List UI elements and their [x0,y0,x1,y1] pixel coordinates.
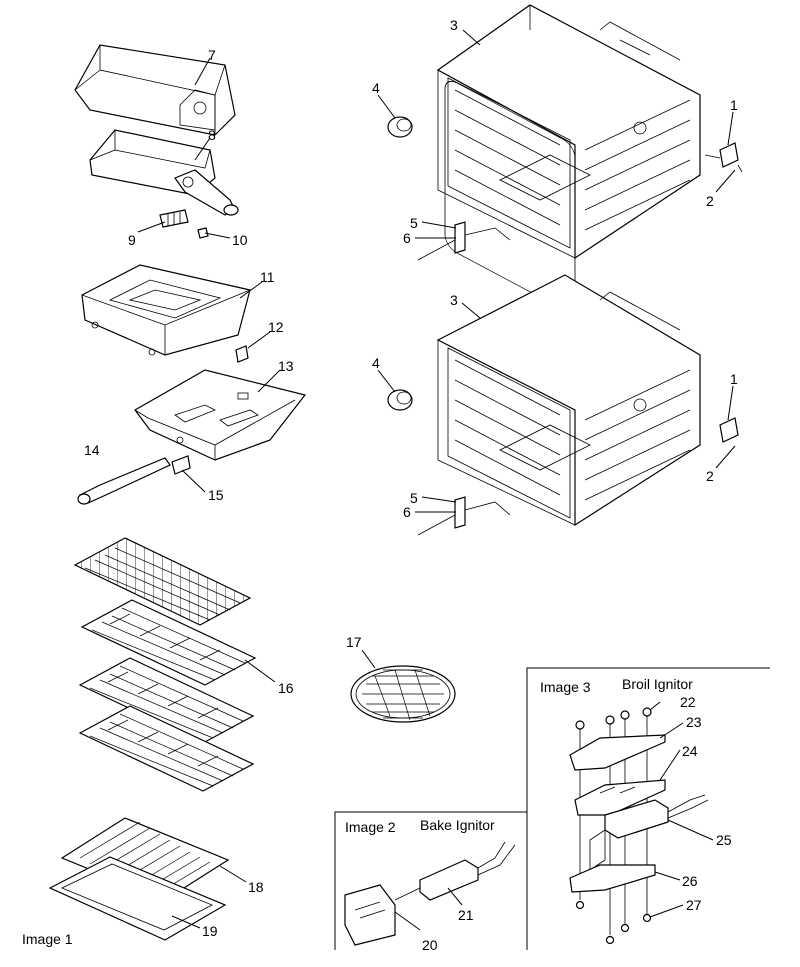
part-bracket-small [235,345,249,363]
part-sensor-lower [417,496,511,536]
part-broil-bracket [574,779,666,816]
callout-5-lower: 5 [410,490,418,506]
callout-6-lower: 6 [403,504,411,520]
callout-11: 11 [260,269,275,285]
callout-9: 9 [128,232,136,248]
callout-7: 7 [208,47,216,63]
image-3-frame [526,667,770,950]
caption-broil-ignitor: Broil Ignitor [622,676,693,692]
part-orifice [171,455,191,475]
callout-8: 8 [208,127,216,143]
caption-image-2: Image 2 [345,819,396,835]
part-broil-nuts [575,900,652,945]
callout-24: 24 [682,743,698,759]
callout-2-upper: 2 [706,193,714,209]
part-bake-ignitor-holder [344,884,396,946]
part-oven-light-upper [387,116,413,138]
callout-2-lower: 2 [706,468,714,484]
callout-1-upper: 1 [730,97,738,113]
rack-1 [73,537,252,626]
callout-14: 14 [84,442,100,458]
callout-4-upper: 4 [372,80,380,96]
callout-21: 21 [458,907,474,923]
part-broil-burner [89,129,239,216]
part-broil-shield [569,734,666,771]
part-oven-racks [73,537,257,792]
part-clip [197,227,209,239]
part-oven-light-lower [387,389,413,411]
callout-16: 16 [278,680,294,696]
callout-15: 15 [208,487,224,503]
caption-image-3: Image 3 [540,679,591,695]
captions: Image 1 Image 2 Bake Ignitor Image 3 Bro… [22,676,693,947]
part-bracket-lower [719,417,739,443]
callout-23: 23 [686,714,702,730]
image-2-frame [334,811,527,950]
rack-2 [80,599,257,686]
callout-12: 12 [268,319,284,335]
oven-cavity-upper [436,4,701,312]
callout-22: 22 [680,694,696,710]
callout-26: 26 [682,873,698,889]
part-ignitor-bracket [159,209,189,228]
part-flame-spreader [81,264,251,356]
part-bracket-upper [704,142,743,173]
rack-3 [78,657,255,744]
part-bake-ignitor [394,841,516,901]
callout-5-upper: 5 [410,215,418,231]
part-broiler-pan [48,856,227,941]
oven-cavity-lower [436,274,701,527]
part-round-grid [350,665,456,723]
part-broil-ignitor [589,794,709,871]
callout-13: 13 [278,358,294,374]
callout-3-lower: 3 [450,292,458,308]
callout-labels: 7 8 9 10 11 12 13 14 15 16 17 18 19 3 3 … [84,17,738,953]
callout-4-lower: 4 [372,355,380,371]
callout-25: 25 [716,832,732,848]
part-broil-base [569,864,656,893]
callout-17: 17 [346,634,362,650]
callout-3-upper: 3 [450,17,458,33]
callout-10: 10 [232,232,248,248]
callout-1-lower: 1 [730,371,738,387]
part-burner-cover [74,44,236,136]
part-sensor-upper [417,221,511,261]
part-burner-box [134,369,307,461]
callout-20: 20 [422,937,438,953]
caption-bake-ignitor: Bake Ignitor [420,817,495,833]
rack-4 [78,705,255,792]
part-burner-tube [77,457,171,505]
callout-18: 18 [248,879,264,895]
callout-19: 19 [202,923,218,939]
callout-6-upper: 6 [403,230,411,246]
caption-image-1: Image 1 [22,931,73,947]
callout-27: 27 [686,897,702,913]
leader-lines [137,29,736,931]
